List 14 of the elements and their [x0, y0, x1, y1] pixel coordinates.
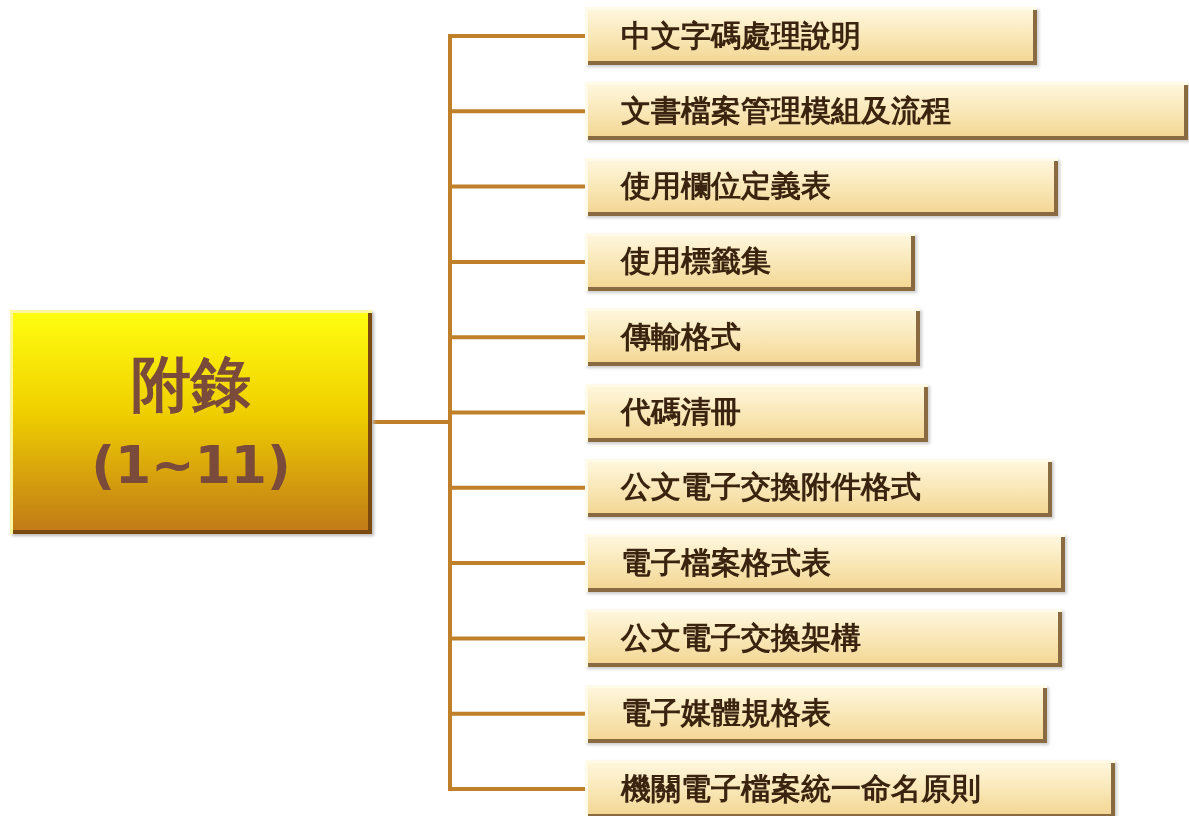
- topic-box: 電子媒體規格表: [585, 684, 1047, 743]
- topic-box: 公文電子交換架構: [585, 609, 1062, 668]
- topic-box: 機關電子檔案統一命名原則: [585, 760, 1115, 816]
- topic-box: 中文字碼處理說明: [585, 7, 1037, 65]
- root-box: [10, 310, 372, 534]
- title-text: 附錄: [131, 347, 251, 421]
- range-text: (1~11): [91, 433, 291, 497]
- topic-box: 代碼清冊: [585, 383, 928, 442]
- topic-box: 傳輸格式: [585, 308, 920, 367]
- topic-box: 文書檔案管理模組及流程: [585, 82, 1188, 141]
- topic-box: 電子檔案格式表: [585, 534, 1065, 593]
- topic-box: 使用欄位定義表: [585, 157, 1058, 216]
- topic-box: 公文電子交換附件格式: [585, 458, 1052, 517]
- topic-box: 使用標籤集: [585, 232, 915, 291]
